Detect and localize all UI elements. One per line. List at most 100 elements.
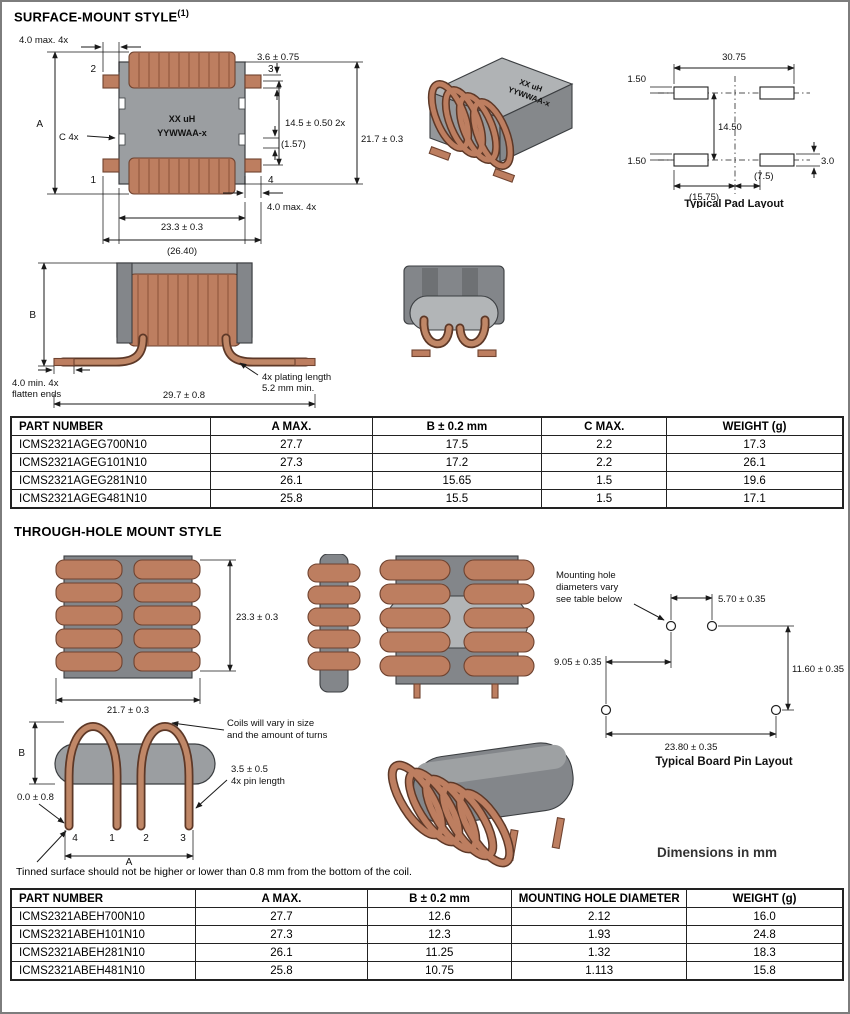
pin4-label: 4: [72, 833, 78, 844]
dimension-lines: [47, 42, 363, 244]
c-max-cell: 2.2: [541, 453, 668, 472]
tht-3d-coil: [387, 760, 515, 868]
column-header-a-max: A MAX.: [195, 888, 368, 908]
dim-pad-length-top: 4.0 max. 4x: [19, 35, 68, 46]
part-marking-line1: XX uH: [169, 114, 196, 124]
part-number-cell: ICMS2321ABEH101N10: [10, 925, 197, 944]
dim-b-label: B: [29, 310, 36, 321]
tht-side-core-and-coil: [307, 554, 361, 693]
weight-cell: 24.8: [686, 925, 844, 944]
weight-cell: 18.3: [686, 943, 844, 962]
smd-front-leads: [53, 333, 316, 367]
column-header-weight: WEIGHT (g): [666, 416, 844, 436]
smd-section-title: SURFACE-MOUNT STYLE(1): [14, 8, 189, 24]
hole-diameter-cell: 2.12: [511, 907, 688, 926]
smd-spec-table: PART NUMBER A MAX. B ± 0.2 mm C MAX. WEI…: [10, 416, 844, 509]
column-header-b: B ± 0.2 mm: [366, 888, 513, 908]
pin-dimension-lines: [605, 594, 794, 738]
a-max-cell: 27.3: [210, 453, 373, 472]
coil-note-line1: Coils will vary in size: [227, 718, 314, 729]
dim-body-height: 21.7 ± 0.3: [361, 134, 403, 145]
a-max-cell: 27.3: [195, 925, 368, 944]
pin-layout-caption: Typical Board Pin Layout: [655, 756, 792, 768]
tht-dimension-lines: [55, 559, 236, 704]
tht-3d-render: [387, 742, 574, 868]
a-max-cell: 26.1: [195, 943, 368, 962]
mounting-note-line2: diameters vary: [556, 582, 619, 593]
a-max-cell: 25.8: [195, 961, 368, 981]
tht-side-view: [307, 554, 361, 693]
c-max-cell: 2.2: [541, 435, 668, 454]
part-number-cell: ICMS2321ABEH700N10: [10, 907, 197, 926]
column-header-b: B ± 0.2 mm: [371, 416, 543, 436]
a-max-cell: 27.7: [210, 435, 373, 454]
weight-cell: 17.3: [666, 435, 844, 454]
smd-3d-render: XX uH YYWWAA-x: [427, 57, 574, 183]
pin3-label: 3: [268, 64, 274, 75]
b-cell: 15.5: [371, 489, 543, 509]
pad-dim-offset-bottom: 1.50: [628, 156, 647, 167]
pad-dimension-lines: [650, 64, 820, 190]
dim-ref-157: (1.57): [281, 139, 306, 150]
mounting-note-line3: see table below: [556, 594, 622, 605]
b-cell: 10.75: [366, 961, 513, 981]
header-row: PART NUMBER A MAX. B ± 0.2 mm MOUNTING H…: [10, 888, 844, 908]
flatten-note-line1: 4.0 min. 4x: [12, 378, 59, 389]
header-row: PART NUMBER A MAX. B ± 0.2 mm C MAX. WEI…: [10, 416, 844, 436]
column-header-weight: WEIGHT (g): [686, 888, 844, 908]
b-cell: 17.5: [371, 435, 543, 454]
pin2-label: 2: [90, 64, 96, 75]
front-dimension-lines: [38, 262, 316, 408]
tht-table-container: PART NUMBER A MAX. B ± 0.2 mm MOUNTING H…: [10, 888, 844, 981]
column-header-c-max: C MAX.: [541, 416, 668, 436]
pad-dim-ref-right: (7.5): [754, 171, 774, 182]
part-number-cell: ICMS2321AGEG481N10: [10, 489, 212, 509]
smd-front-3d-render: [403, 265, 505, 358]
c-max-cell: 1.5: [541, 471, 668, 490]
column-header-a-max: A MAX.: [210, 416, 373, 436]
smd-top-view-diagram: XX uH YYWWAA-x 2 1 3 4: [19, 35, 403, 257]
tht-section-title: THROUGH-HOLE MOUNT STYLE: [14, 524, 222, 539]
hole-diameter-cell: 1.93: [511, 925, 688, 944]
tht-drawing-dimension-lines: [29, 721, 228, 863]
c-max-cell: 1.5: [541, 489, 668, 509]
column-header-part-number: PART NUMBER: [10, 416, 212, 436]
weight-cell: 15.8: [686, 961, 844, 981]
tht-front-view-diagram: 23.3 ± 0.3 21.7 ± 0.3: [55, 555, 278, 714]
smd-section-title-footnote-ref: (1): [177, 8, 190, 18]
smd-table-container: PART NUMBER A MAX. B ± 0.2 mm C MAX. WEI…: [10, 416, 844, 509]
dim-coil-width: 21.7 ± 0.3: [107, 705, 149, 714]
tht-drawing-body: [54, 722, 216, 831]
dim-c-label: C 4x: [59, 132, 79, 143]
b-cell: 12.3: [366, 925, 513, 944]
dim-pad-height: 3.6 ± 0.75: [257, 52, 299, 63]
tinned-surface-footnote: Tinned surface should not be higher or l…: [16, 866, 412, 878]
tht-3d-pins: [505, 817, 566, 862]
pin1-label: 1: [109, 833, 115, 844]
pad-dim-height: 3.0: [821, 156, 834, 167]
smd-3d-coil: [427, 80, 516, 183]
dim-overall-width: 29.7 ± 0.8: [163, 390, 205, 401]
b-cell: 12.6: [366, 907, 513, 926]
part-marking-line2: YYWWAA-x: [157, 128, 207, 138]
dim-coil-height: 23.3 ± 0.3: [236, 612, 278, 623]
b-cell: 15.65: [371, 471, 543, 490]
b-cell: 11.25: [366, 943, 513, 962]
dim-pad-pitch: 14.5 ± 0.50 2x: [285, 118, 345, 129]
part-number-cell: ICMS2321AGEG281N10: [10, 471, 212, 490]
pad-layout-caption: Typical Pad Layout: [684, 198, 784, 208]
column-header-part-number: PART NUMBER: [10, 888, 197, 908]
smd-front-body: [116, 262, 253, 347]
dim-top-pitch: 5.70 ± 0.35: [718, 594, 765, 605]
board-pin-layout-diagram: Mounting hole diameters vary see table b…: [554, 570, 844, 768]
dim-seating: 0.0 ± 0.8: [17, 792, 54, 803]
part-number-cell: ICMS2321ABEH481N10: [10, 961, 197, 981]
dimensions-note: Dimensions in mm: [657, 845, 778, 860]
column-header-mounting-hole: MOUNTING HOLE DIAMETER: [511, 888, 688, 908]
